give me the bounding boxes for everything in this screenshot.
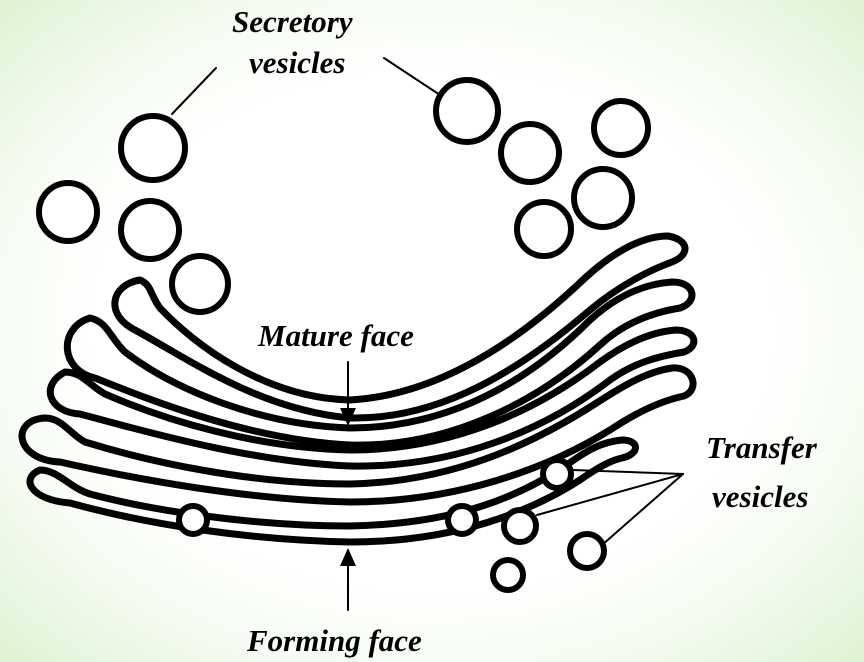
transfer-vesicle — [570, 534, 604, 568]
forming-face-label: Forming face — [247, 625, 422, 656]
mature-face-label: Mature face — [258, 320, 414, 351]
secretory-vesicle — [121, 116, 185, 180]
secretory-vesicle — [121, 201, 179, 259]
secretory-vesicle — [39, 183, 97, 241]
budding-vesicle — [179, 506, 207, 534]
cisternae-stack — [22, 236, 694, 542]
transfer-vesicles-label-line2: vesicles — [712, 481, 808, 512]
secretory-leader-line — [172, 68, 216, 114]
secretory-vesicle — [501, 124, 559, 182]
transfer-vesicles — [493, 510, 604, 590]
secretory-vesicle — [517, 202, 571, 256]
secretory-vesicles-right — [436, 80, 648, 256]
secretory-vesicles-label-line1: Secretory — [232, 6, 353, 37]
secretory-vesicle — [436, 80, 498, 142]
budding-vesicle — [543, 460, 571, 488]
transfer-vesicle — [504, 510, 536, 542]
transfer-vesicle — [493, 560, 523, 590]
transfer-vesicles-label-line1: Transfer — [706, 432, 817, 463]
secretory-vesicle — [594, 101, 648, 155]
secretory-vesicle — [574, 169, 632, 227]
budding-vesicle — [448, 506, 476, 534]
secretory-leader-line — [384, 58, 440, 95]
secretory-vesicles-label-line2: vesicles — [249, 47, 345, 78]
forming-face-arrow — [340, 548, 356, 610]
secretory-vesicle — [172, 256, 228, 312]
